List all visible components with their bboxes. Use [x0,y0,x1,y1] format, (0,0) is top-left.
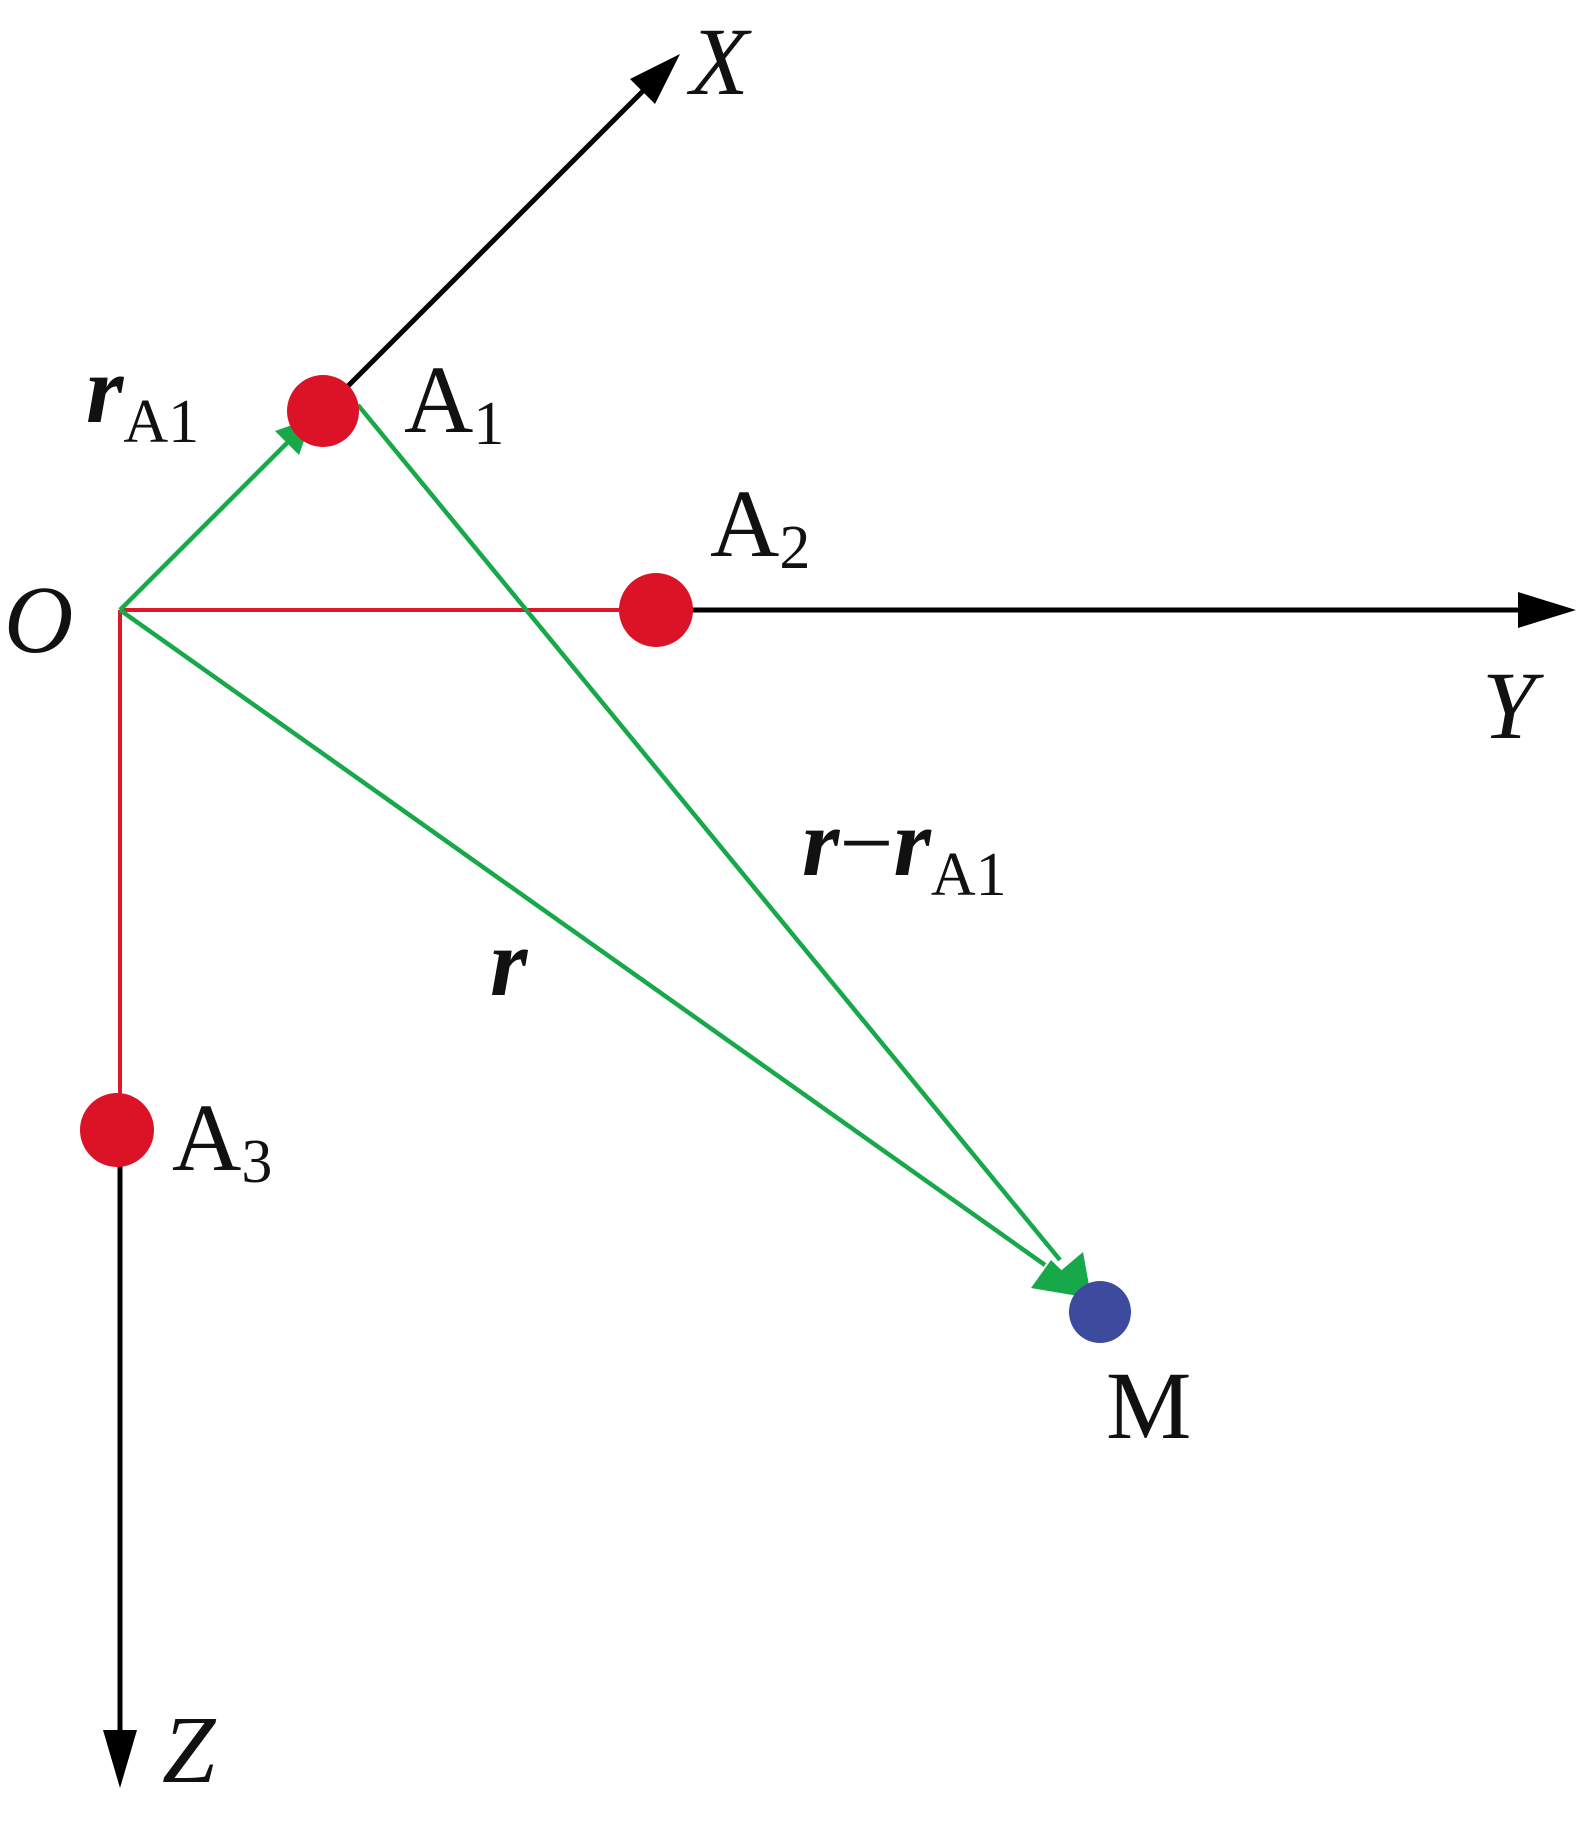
label-a1-sub: 1 [473,390,504,458]
point-m [1069,1281,1131,1343]
label-r-minus-r-a1: r−rA1 [802,789,1007,909]
point-a2 [619,573,693,647]
x-axis-arrowhead [630,54,680,104]
label-r-minus-r-a1-sub: A1 [931,841,1007,909]
label-r: r [490,909,529,1016]
label-r-a1: rA1 [86,336,199,456]
label-a3: A3 [172,1084,272,1196]
x-axis [321,77,657,413]
label-r-minus-r-a1-minus: − [839,789,893,896]
vector-r-minus-r-a1 [356,403,1062,1262]
vector-r-arrowhead [1031,1260,1090,1298]
label-r-a1-main: r [86,336,125,443]
y-axis-label: Y [1482,652,1544,759]
label-a1-main: A [404,346,473,453]
label-a3-sub: 3 [241,1128,272,1196]
z-axis-arrowhead [103,1730,137,1788]
point-a3 [80,1093,154,1167]
label-a2: A2 [710,470,810,582]
label-a3-main: A [172,1084,241,1191]
x-axis-label: X [686,8,752,115]
vector-r-a1 [118,438,292,612]
origin-label: O [4,566,73,673]
vector-r [118,608,1047,1267]
y-axis-arrowhead [1518,592,1576,628]
label-a2-main: A [710,470,779,577]
point-a1 [287,375,359,447]
label-r-minus-r-a1-first: r [802,789,841,896]
label-r-a1-sub: A1 [123,388,199,456]
label-m: M [1106,1352,1191,1459]
label-a1: A1 [404,346,504,458]
label-r-minus-r-a1-second: r [894,789,933,896]
z-axis-label: Z [162,1696,217,1803]
label-a2-sub: 2 [779,514,810,582]
